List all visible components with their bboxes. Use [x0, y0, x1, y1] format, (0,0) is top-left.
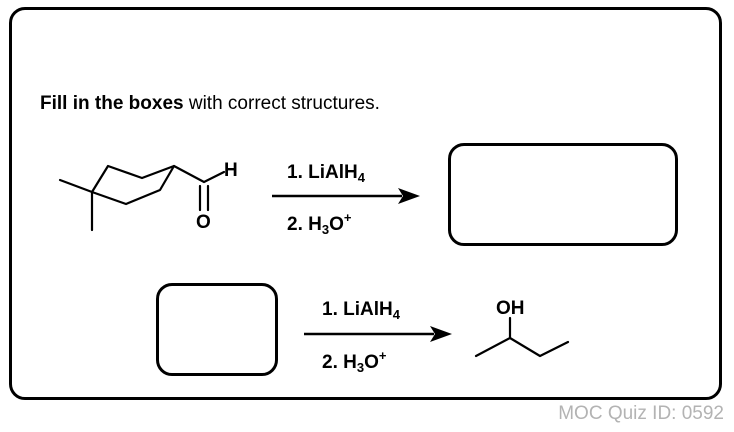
instruction-bold: Fill in the boxes [40, 93, 184, 114]
hydroxyl-label: OH [496, 298, 525, 319]
instruction-rest: with correct structures. [183, 93, 380, 114]
reaction2-reagent-1: 1. LiAlH4 [322, 299, 400, 322]
reaction-arrow-2-head [430, 326, 452, 342]
reaction1-reagent-2: 2. H3O+ [287, 210, 352, 237]
reaction-arrow-1-head [398, 188, 420, 204]
aldehyde-h-label: H [224, 160, 238, 181]
quiz-id-watermark: MOC Quiz ID: 0592 [558, 403, 724, 424]
quiz-frame [9, 7, 722, 400]
carbonyl-o-label: O [196, 212, 211, 233]
gem-dimethyl-bonds [58, 178, 94, 232]
product-answer-box[interactable] [448, 143, 678, 246]
starting-material-answer-box[interactable] [156, 283, 278, 376]
cyclohexane-ring [90, 164, 176, 206]
butanol-structure [474, 316, 570, 358]
aldehyde-chain [172, 164, 226, 184]
carbonyl-double-bond [198, 184, 210, 212]
reaction2-reagent-2: 2. H3O+ [322, 348, 387, 375]
instruction-text: Fill in the boxes with correct structure… [40, 93, 380, 115]
reaction1-reagent-1: 1. LiAlH4 [287, 162, 365, 185]
